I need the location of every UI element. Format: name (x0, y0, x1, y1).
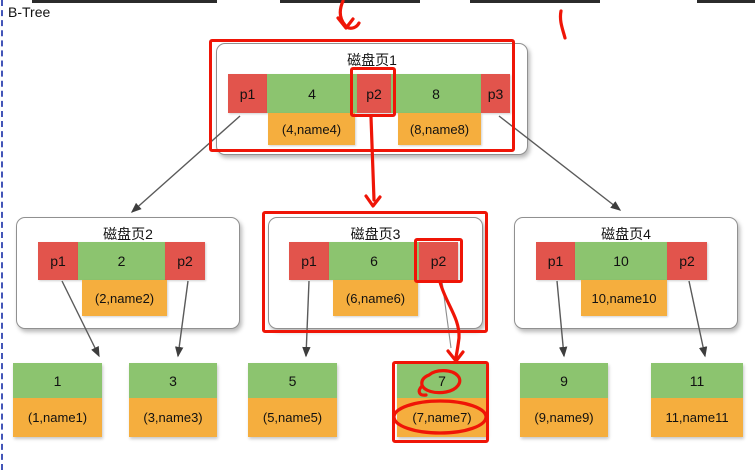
red-arrow-top-head (336, 16, 355, 30)
page-left-dashed-border (1, 0, 3, 470)
red-arrow-top-tail (344, 21, 361, 30)
screen-edge-fragment (280, 0, 420, 3)
screen-edge-fragment (470, 0, 600, 3)
red-arrow-top (338, 0, 347, 27)
disk-page-2-title: 磁盘页2 (103, 226, 153, 242)
page3-pointer-p1: p1 (289, 242, 329, 280)
red-arrow-p2-to-page3-head (364, 194, 382, 208)
page1-record-4: (4,name4) (268, 113, 355, 145)
page4-record-10: 10,name10 (581, 280, 667, 316)
leaf-node-7: 7 (7,name7) (397, 363, 487, 437)
page2-record-2: (2,name2) (82, 280, 167, 316)
page1-pointer-p2: p2 (357, 74, 391, 113)
page1-pointer-p1: p1 (228, 74, 267, 113)
page3-record-6: (6,name6) (333, 280, 418, 316)
disk-page-4-title: 磁盘页4 (601, 226, 651, 242)
leaf-1-record: (1,name1) (13, 398, 102, 437)
page3-pointer-p2: p2 (419, 242, 458, 280)
screen-edge-fragment (32, 0, 217, 3)
screen-edge-fragment (697, 0, 755, 3)
leaf-5-record: (5,name5) (248, 398, 337, 437)
page3-key-6: 6 (329, 242, 419, 280)
leaf-node-9: 9 (9,name9) (520, 363, 608, 437)
page1-record-8: (8,name8) (398, 113, 481, 145)
leaf-node-1: 1 (1,name1) (13, 363, 102, 437)
page4-pointer-p1: p1 (536, 242, 575, 280)
leaf-node-11: 11 11,name11 (651, 363, 743, 437)
page2-pointer-p2: p2 (165, 242, 205, 280)
page2-pointer-p1: p1 (38, 242, 78, 280)
red-tick-mark (558, 9, 567, 40)
page1-key-4: 4 (267, 74, 357, 113)
page2-key-2: 2 (78, 242, 165, 280)
leaf-7-record: (7,name7) (397, 398, 487, 437)
leaf-9-record: (9,name9) (520, 398, 608, 437)
leaf-3-record: (3,name3) (129, 398, 217, 437)
leaf-3-key: 3 (129, 363, 217, 398)
page1-pointer-p3: p3 (481, 74, 510, 113)
leaf-11-record: 11,name11 (651, 398, 743, 437)
leaf-node-5: 5 (5,name5) (248, 363, 337, 437)
page4-pointer-p2: p2 (667, 242, 707, 280)
diagram-title: B-Tree (8, 4, 51, 20)
leaf-7-key: 7 (397, 363, 487, 398)
leaf-5-key: 5 (248, 363, 337, 398)
red-curve-leaf7-head (446, 349, 465, 363)
page4-key-10: 10 (575, 242, 667, 280)
disk-page-3-title: 磁盘页3 (350, 226, 401, 242)
disk-page-1-title: 磁盘页1 (347, 52, 397, 68)
leaf-node-3: 3 (3,name3) (129, 363, 217, 437)
leaf-9-key: 9 (520, 363, 608, 398)
leaf-1-key: 1 (13, 363, 102, 398)
leaf-11-key: 11 (651, 363, 743, 398)
page1-key-8: 8 (391, 74, 481, 113)
